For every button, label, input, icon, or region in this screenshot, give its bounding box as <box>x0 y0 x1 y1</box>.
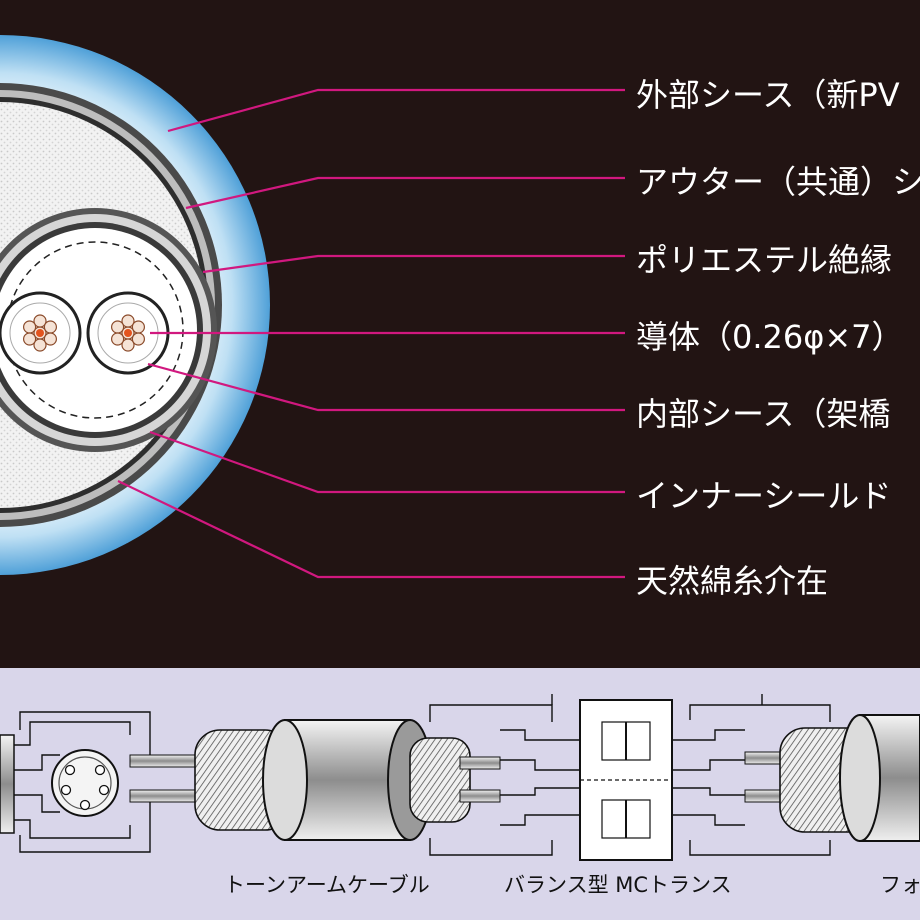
leader-line-inner-shield <box>149 430 625 494</box>
label-conductor: 導体（0.26φ×7） <box>636 318 904 356</box>
label-inner-shield: インナーシールド <box>636 477 891 515</box>
leader-line-cotton <box>117 480 625 579</box>
conductor-left <box>0 291 82 375</box>
din-connector <box>51 749 119 817</box>
leader-line-polyester <box>202 254 625 274</box>
label-polyester-insulation: ポリエステル絶縁 <box>636 241 892 279</box>
leader-line-inner-sheath <box>147 362 625 412</box>
cross-section-labels: 外部シース（新PV アウター（共通）シー ポリエステル絶縁 導体（0.26φ×7… <box>636 76 920 600</box>
left-plug-edge <box>0 734 15 834</box>
label-cotton-filler: 天然綿糸介在 <box>636 562 828 600</box>
phono-cable-right <box>744 714 920 842</box>
wiring <box>8 694 831 856</box>
captions: トーンアームケーブル バランス型 MCトランス フォ <box>224 873 920 897</box>
label-inner-sheath: 内部シース（架橋 <box>636 395 890 433</box>
caption-tonearm-cable: トーンアームケーブル <box>224 873 430 897</box>
leader-lines <box>117 88 625 579</box>
connection-diagram: トーンアームケーブル バランス型 MCトランス フォ <box>0 694 920 897</box>
label-outer-shield: アウター（共通）シー <box>636 163 920 201</box>
tonearm-cable-body <box>262 719 501 841</box>
caption-phono: フォ <box>880 873 920 897</box>
cable-cross-section <box>0 35 270 575</box>
caption-balanced-mc-transformer: バランス型 MCトランス <box>504 873 732 897</box>
mc-transformer-box <box>579 699 673 861</box>
leader-line-outer-shield <box>185 176 625 210</box>
label-outer-sheath: 外部シース（新PV <box>636 76 900 114</box>
leader-line-outer-sheath <box>167 88 625 133</box>
